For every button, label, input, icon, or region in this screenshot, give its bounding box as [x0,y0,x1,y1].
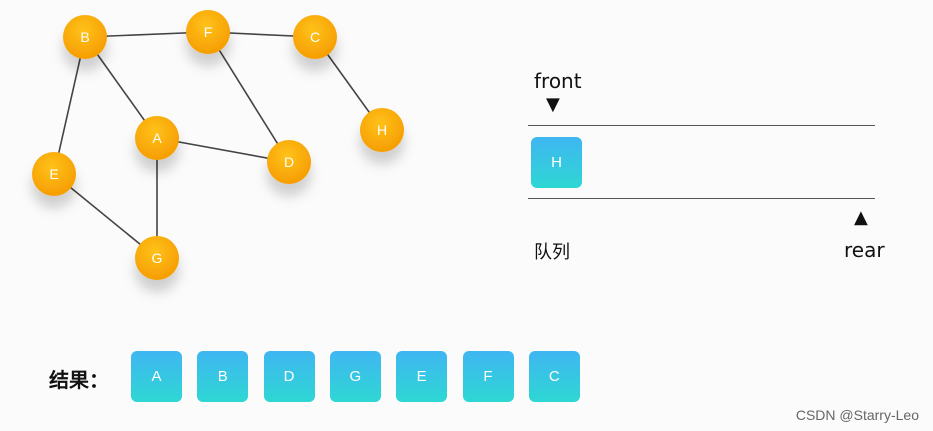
graph-node-G: G [135,236,179,280]
queue-rear-label: rear [844,238,885,262]
edge-F-D [207,31,290,163]
node-label: H [377,122,387,138]
result-label: 结果： [49,368,109,392]
node-label: G [152,250,163,266]
graph-node-B: B [63,15,107,59]
node-label: E [49,166,58,182]
node-label: A [152,130,162,146]
graph-node-F: F [186,10,230,54]
result-item: G [329,351,381,402]
node-circle [293,15,337,59]
node-circle [63,15,107,59]
node-circle [135,236,179,280]
node-circle [135,116,179,160]
graph-node-H: H [360,108,404,152]
node-circle [32,152,76,196]
edge-B-E [53,36,86,175]
edge-A-D [156,137,290,163]
result-item: C [528,351,580,402]
node-label: C [310,29,320,45]
watermark: CSDN @Starry-Leo [795,407,919,423]
queue-name-label: 队列 [534,242,570,263]
rear-pointer-icon: ▲ [854,207,868,228]
result-item: A [131,351,182,402]
graph-node-E: E [32,152,76,196]
front-pointer-icon: ▼ [546,94,560,115]
node-circle [186,10,230,54]
node-label: F [204,24,213,40]
queue-bottom-border [528,198,875,199]
node-circle [360,108,404,152]
queue-top-border [528,125,875,126]
result-item: D [263,351,315,402]
queue-item: H [531,137,582,188]
graph-node-A: A [135,116,179,160]
node-label: D [284,154,294,170]
node-circle [267,140,311,184]
graph-node-C: C [293,15,337,59]
edge-E-G [53,173,158,259]
result-item: F [462,351,514,402]
result-item: B [197,351,249,402]
node-label: B [80,29,89,45]
graph-node-D: D [267,140,311,184]
result-item: E [396,351,448,402]
queue-front-label: front [534,69,582,93]
